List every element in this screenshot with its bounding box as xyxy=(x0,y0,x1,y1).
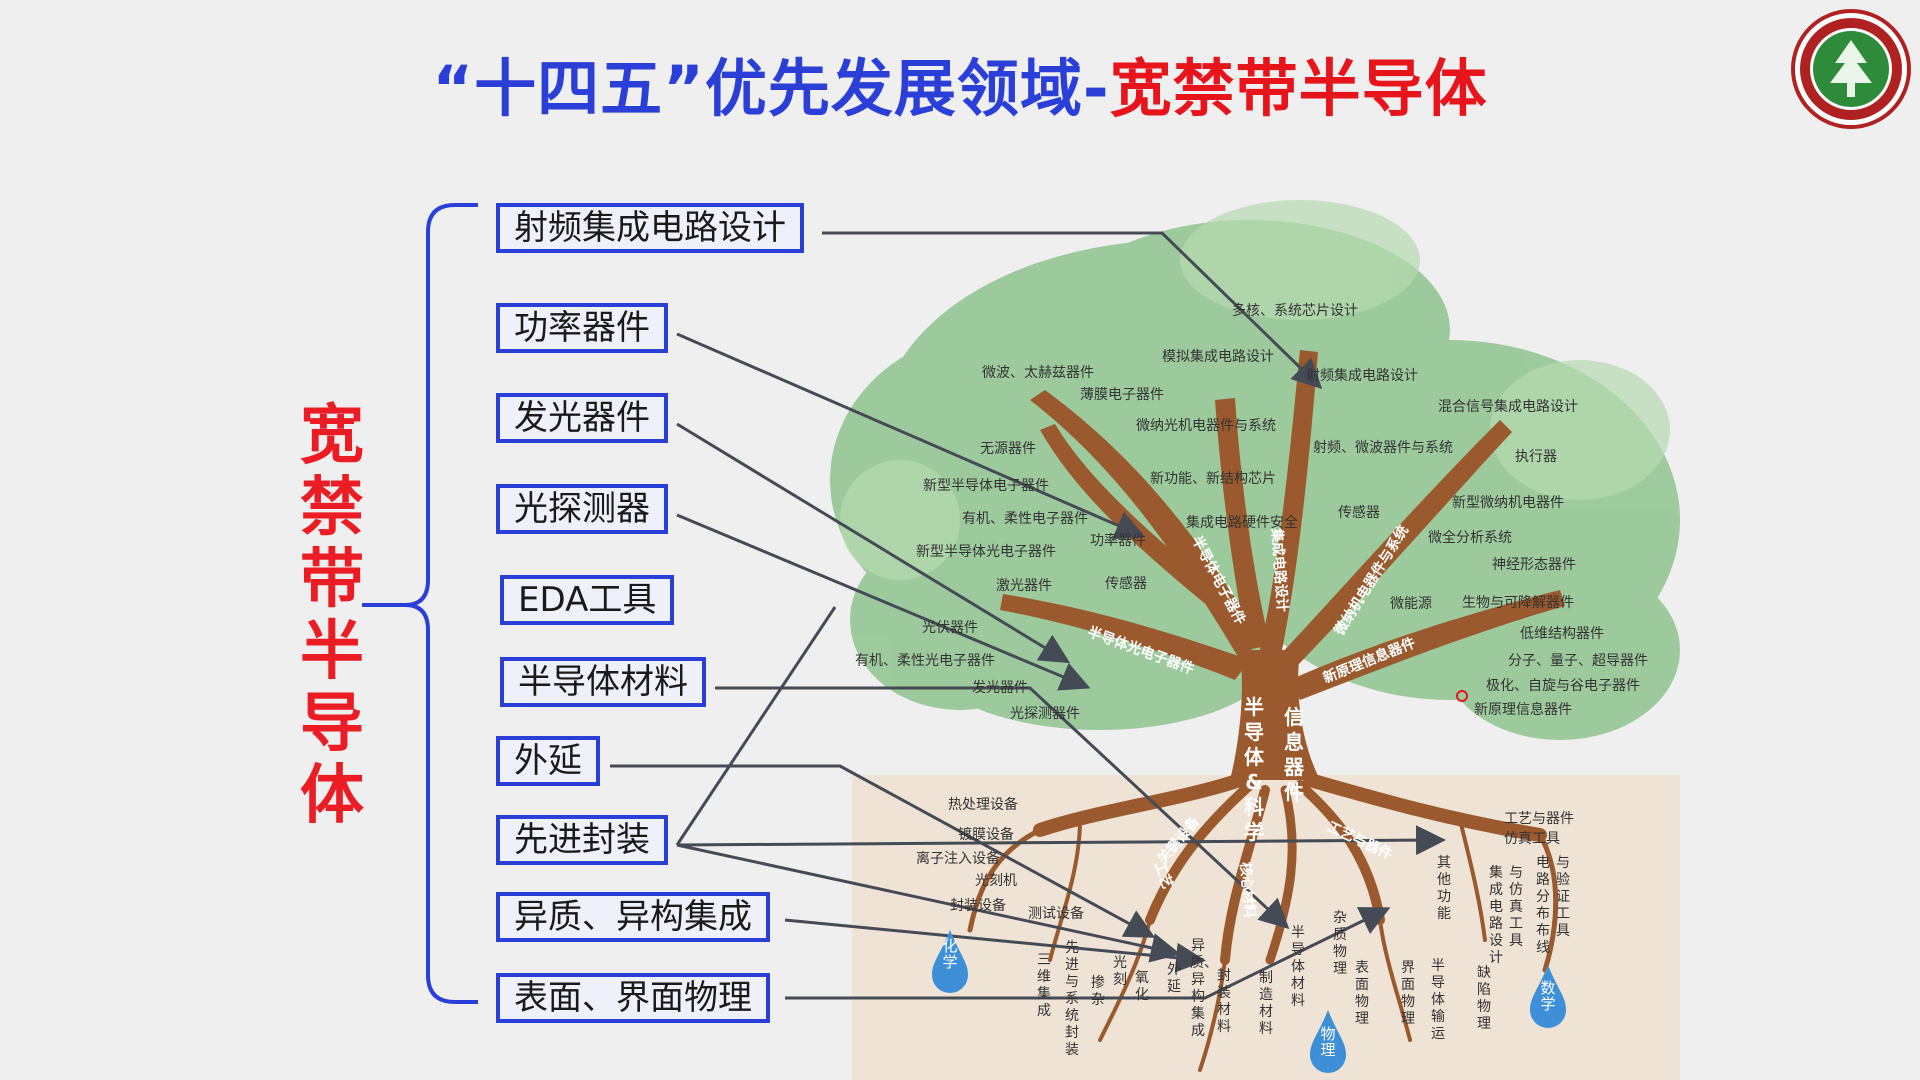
root-vlabel: 电路分布布线 xyxy=(1536,855,1550,956)
root-vlabel: 集成电路设计 xyxy=(1489,865,1503,966)
root-vlabel: 其他功能 xyxy=(1437,855,1451,922)
title-main: “十四五”优先发展领域- xyxy=(432,52,1110,125)
leaf-label: 光伏器件 xyxy=(922,620,978,636)
side-title-char: 带 xyxy=(300,542,364,617)
leaf-label: 传感器 xyxy=(1338,505,1380,521)
leaf-label: 功率器件 xyxy=(1090,533,1146,549)
leaf-label: 有机、柔性电子器件 xyxy=(962,511,1088,527)
side-title-char: 体 xyxy=(300,758,364,833)
tree-roots xyxy=(967,773,1559,1072)
side-title: 宽 禁 带 半 导 体 xyxy=(292,400,372,832)
box-eda-tools: EDA工具 xyxy=(500,575,675,625)
leaf-label: 发光器件 xyxy=(972,680,1028,696)
leaf-label: 新型半导体电子器件 xyxy=(923,478,1049,494)
box-photodetectors: 光探测器 xyxy=(496,484,668,534)
brace xyxy=(362,203,478,1004)
box-light-emitting-devices: 发光器件 xyxy=(496,393,668,443)
leaf-label: 分子、量子、超导器件 xyxy=(1508,653,1648,669)
leaf-label: 有机、柔性光电子器件 xyxy=(855,653,995,669)
root-label: 镀膜设备 xyxy=(958,827,1014,843)
root-vlabel: 与仿真工具 xyxy=(1509,865,1523,949)
root-vlabel: 杂质物理 xyxy=(1333,910,1347,977)
root-label: 测试设备 xyxy=(1028,906,1084,922)
marker-dot xyxy=(1456,690,1468,702)
leaf-label: 激光器件 xyxy=(996,578,1052,594)
drop-label-chemistry: 化学 xyxy=(942,937,958,971)
box-rf-ic-design: 射频集成电路设计 xyxy=(496,203,804,253)
leaf-label: 低维结构器件 xyxy=(1520,626,1604,642)
side-title-char: 半 xyxy=(300,614,364,689)
side-title-char: 禁 xyxy=(300,470,364,545)
leaf-label: 微纳光机电器件与系统 xyxy=(1136,418,1276,434)
box-power-devices: 功率器件 xyxy=(496,303,668,353)
leaf-label: 生物与可降解器件 xyxy=(1462,595,1574,611)
root-label: 工艺与器件 xyxy=(1504,811,1574,827)
root-vlabel: 氧化 xyxy=(1135,970,1149,1003)
box-advanced-packaging: 先进封装 xyxy=(496,815,668,865)
leaf-label: 射频、微波器件与系统 xyxy=(1313,440,1453,456)
title-highlight: 宽禁带半导体 xyxy=(1109,52,1488,125)
tree-trunk xyxy=(1000,350,1565,780)
leaf-label: 微全分析系统 xyxy=(1428,530,1512,546)
root-vlabel: 先进与系统封装 xyxy=(1065,940,1079,1058)
leaf-label: 模拟集成电路设计 xyxy=(1162,349,1274,365)
box-heterogeneous-integration: 异质、异构集成 xyxy=(496,892,770,942)
leaf-label: 新型半导体光电子器件 xyxy=(916,544,1056,560)
leaf-label: 传感器 xyxy=(1105,576,1147,592)
drop-label-mathematics: 数学 xyxy=(1540,979,1556,1013)
root-vlabel: 制造材料 xyxy=(1259,970,1273,1037)
leaf-label: 微波、太赫兹器件 xyxy=(982,365,1094,381)
leaf-label: 微能源 xyxy=(1390,596,1432,612)
root-vlabel: 半导体材料 xyxy=(1291,925,1305,1009)
root-label: 离子注入设备 xyxy=(916,851,1000,867)
box-surface-interface-physics: 表面、界面物理 xyxy=(496,973,770,1023)
trunk-label-left: 半导体&科学 xyxy=(1244,695,1264,844)
leaf-label: 新型微纳机电器件 xyxy=(1452,495,1564,511)
root-vlabel: 外延 xyxy=(1167,962,1181,995)
root-vlabel: 界面物理 xyxy=(1401,960,1415,1027)
root-vlabel: 异质、异构集成 xyxy=(1190,938,1218,1039)
leaf-label: 极化、自旋与谷电子器件 xyxy=(1486,678,1640,694)
water-drops xyxy=(932,930,1566,1073)
leaf-label: 无源器件 xyxy=(980,441,1036,457)
root-vlabel: 光刻 xyxy=(1113,955,1127,988)
leaf-label: 神经形态器件 xyxy=(1492,557,1576,573)
leaf-label: 新功能、新结构芯片 xyxy=(1150,471,1276,487)
leaf-label: 集成电路硬件安全 xyxy=(1186,515,1298,531)
leaf-label: 混合信号集成电路设计 xyxy=(1438,399,1578,415)
root-vlabel: 半导体输运 xyxy=(1431,958,1445,1042)
side-title-char: 宽 xyxy=(300,398,364,473)
leaf-label: 薄膜电子器件 xyxy=(1080,387,1164,403)
page-title: “十四五”优先发展领域-宽禁带半导体 xyxy=(0,38,1920,128)
root-label: 封装设备 xyxy=(950,898,1006,914)
side-title-char: 导 xyxy=(300,686,364,761)
trunk-label-right: 信息器件 xyxy=(1284,705,1304,804)
root-label: 仿真工具 xyxy=(1504,831,1560,847)
root-label: 热处理设备 xyxy=(948,797,1018,813)
box-semiconductor-materials: 半导体材料 xyxy=(500,657,706,707)
root-vlabel: 封装材料 xyxy=(1217,968,1231,1035)
box-epitaxy: 外延 xyxy=(496,736,600,786)
connector-lines xyxy=(610,231,1446,1000)
leaf-label: 新原理信息器件 xyxy=(1474,702,1572,718)
root-vlabel: 缺陷物理 xyxy=(1477,965,1491,1032)
leaf-label: 射频集成电路设计 xyxy=(1306,368,1418,384)
university-logo xyxy=(1791,9,1911,129)
root-vlabel: 与验证工具 xyxy=(1556,855,1570,939)
leaf-label: 执行器 xyxy=(1515,449,1557,465)
root-vlabel: 三维集成 xyxy=(1037,952,1051,1019)
root-vlabel: 掺杂 xyxy=(1091,975,1105,1008)
drop-label-physics: 物理 xyxy=(1320,1025,1336,1059)
root-vlabel: 表面物理 xyxy=(1355,960,1369,1027)
root-label: 光刻机 xyxy=(975,873,1017,889)
leaf-label: 多核、系统芯片设计 xyxy=(1232,303,1358,319)
leaf-label: 光探测器件 xyxy=(1010,706,1080,722)
